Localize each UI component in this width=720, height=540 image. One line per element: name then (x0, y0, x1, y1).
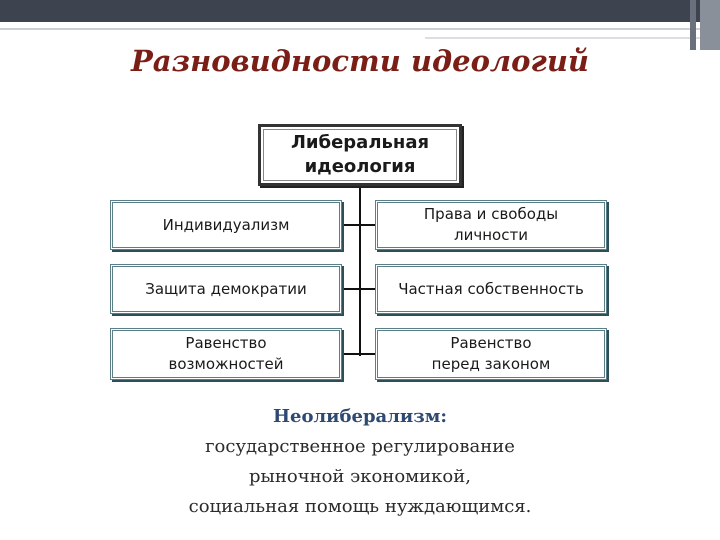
node-private-property: Частная собственность (375, 264, 607, 314)
neoliberalism-note: Неолиберализм: государственное регулиров… (0, 402, 720, 522)
slide-title: Разновидности идеологий (131, 44, 589, 78)
node-equality-before-law: Равенство перед законом (375, 328, 607, 380)
node-rights-freedoms: Права и свободы личности (375, 200, 607, 250)
neoliberalism-line: рыночной экономикой, (249, 466, 471, 487)
neoliberalism-heading: Неолиберализм: (272, 406, 448, 427)
neoliberalism-line: социальная помощь нуждающимся. (188, 496, 532, 517)
node-democracy-protection: Защита демократии (110, 264, 342, 314)
node-individualism: Индивидуализм (110, 200, 342, 250)
top-decor-lines (0, 0, 720, 50)
node-equal-opportunity: Равенство возможностей (110, 328, 342, 380)
top-decor-bar (0, 0, 720, 22)
neoliberalism-line: государственное регулирование (205, 436, 515, 457)
root-node-liberal-ideology: Либеральная идеология (258, 124, 462, 186)
